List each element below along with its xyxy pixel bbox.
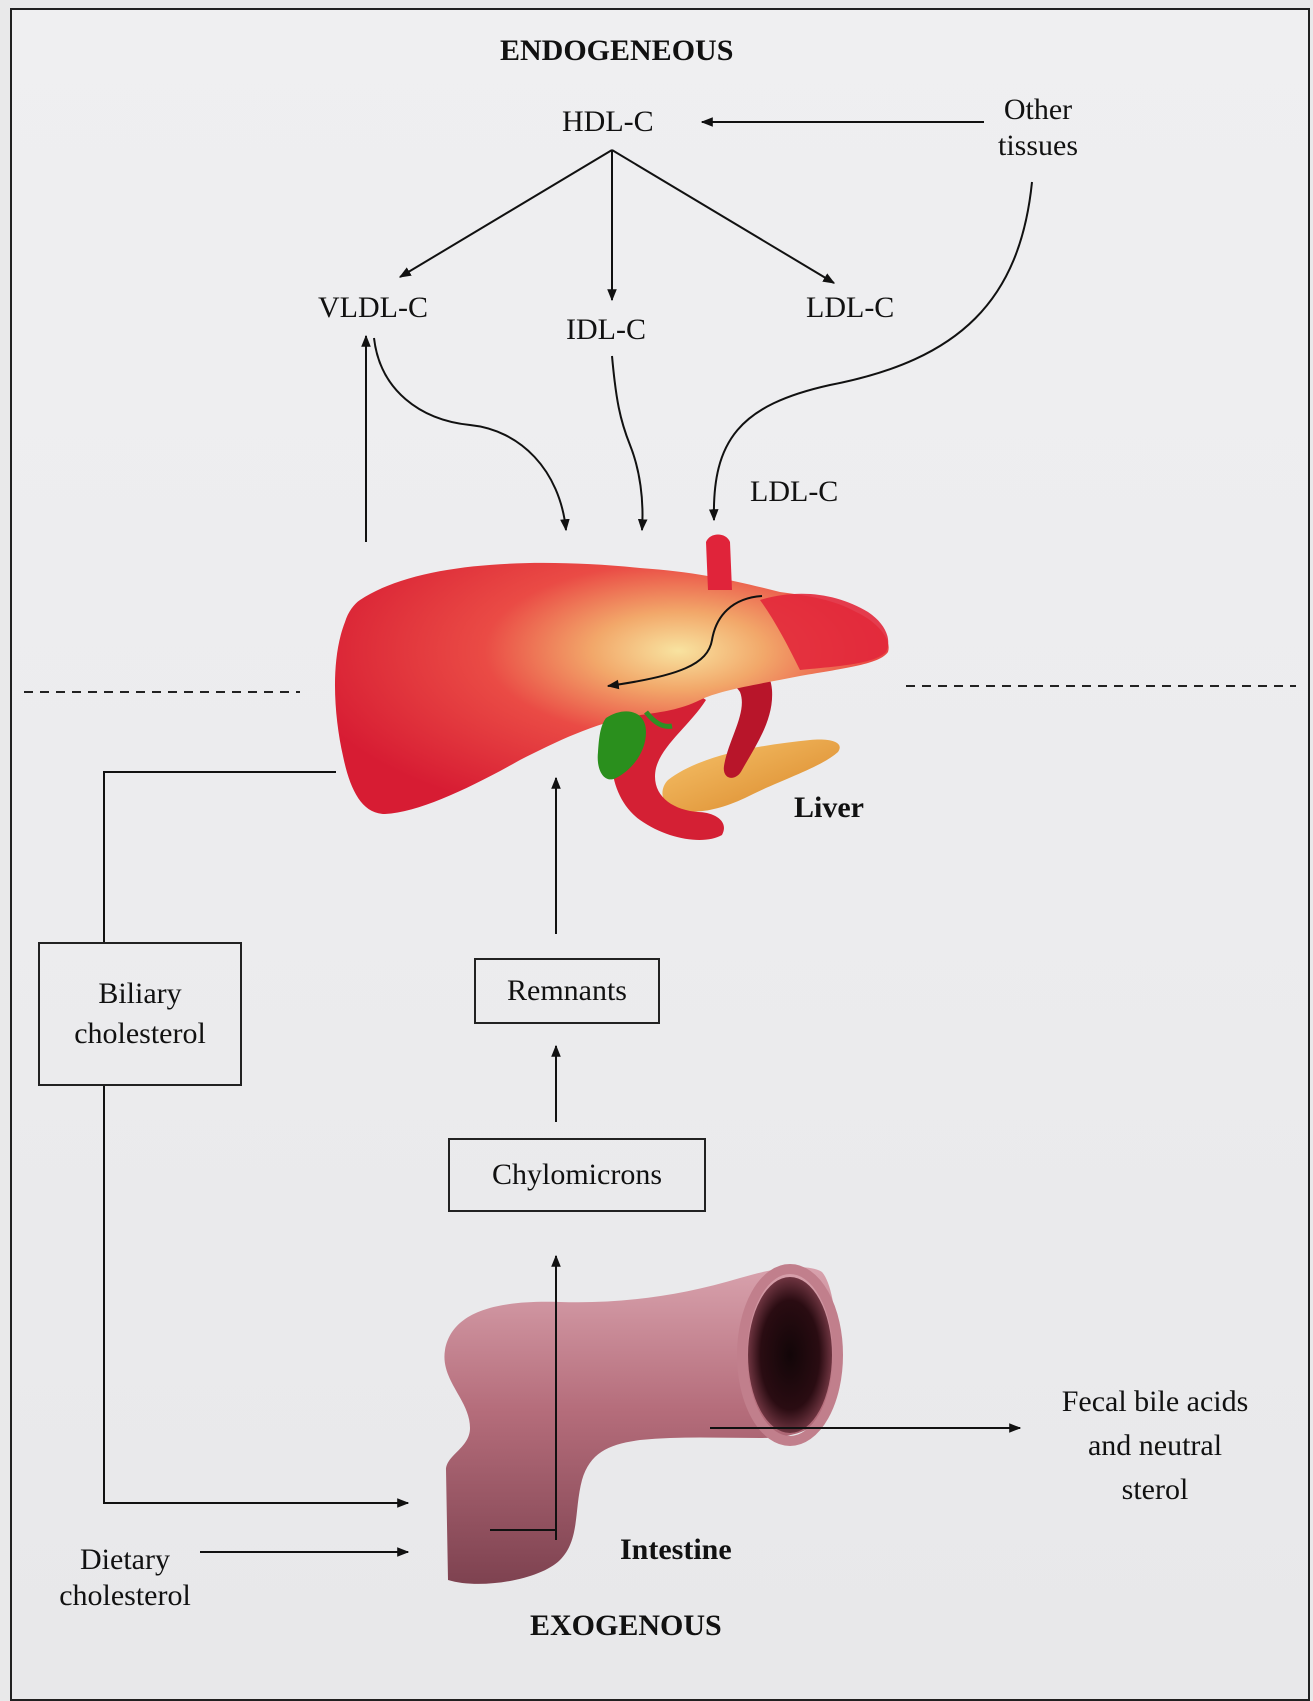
- dietary-label: Dietary cholesterol: [40, 1542, 210, 1614]
- fecal-label: Fecal bile acids and neutral sterol: [1040, 1380, 1270, 1512]
- idl-label: IDL-C: [566, 312, 646, 348]
- hepatic-vessel: [706, 535, 732, 591]
- ldl-label: LDL-C: [806, 290, 894, 326]
- arrow-othertissues-liver: [714, 182, 1032, 520]
- arrow-biliary-intestine: [104, 1086, 408, 1503]
- chylomicrons-box: Chylomicrons: [448, 1138, 706, 1212]
- arrow-hdl-ldl: [612, 150, 834, 283]
- biliary-cholesterol-box: Biliary cholesterol: [38, 942, 242, 1086]
- liver-label: Liver: [794, 790, 864, 826]
- ldl-liver-label: LDL-C: [750, 474, 838, 510]
- arrow-vldl-liver: [374, 338, 566, 530]
- arrow-idl-liver: [612, 356, 643, 530]
- intestine-lumen: [748, 1277, 832, 1433]
- arrow-hdl-vldl: [400, 150, 612, 277]
- exogenous-label: EXOGENOUS: [530, 1608, 722, 1644]
- intestine-label: Intestine: [620, 1532, 732, 1568]
- other-tissues-label: Other tissues: [976, 92, 1100, 164]
- remnants-box: Remnants: [474, 958, 660, 1024]
- endogenous-label: ENDOGENEOUS: [500, 33, 733, 69]
- vldl-label: VLDL-C: [318, 290, 428, 326]
- hdl-label: HDL-C: [562, 104, 654, 140]
- line-liver-biliary: [104, 772, 336, 942]
